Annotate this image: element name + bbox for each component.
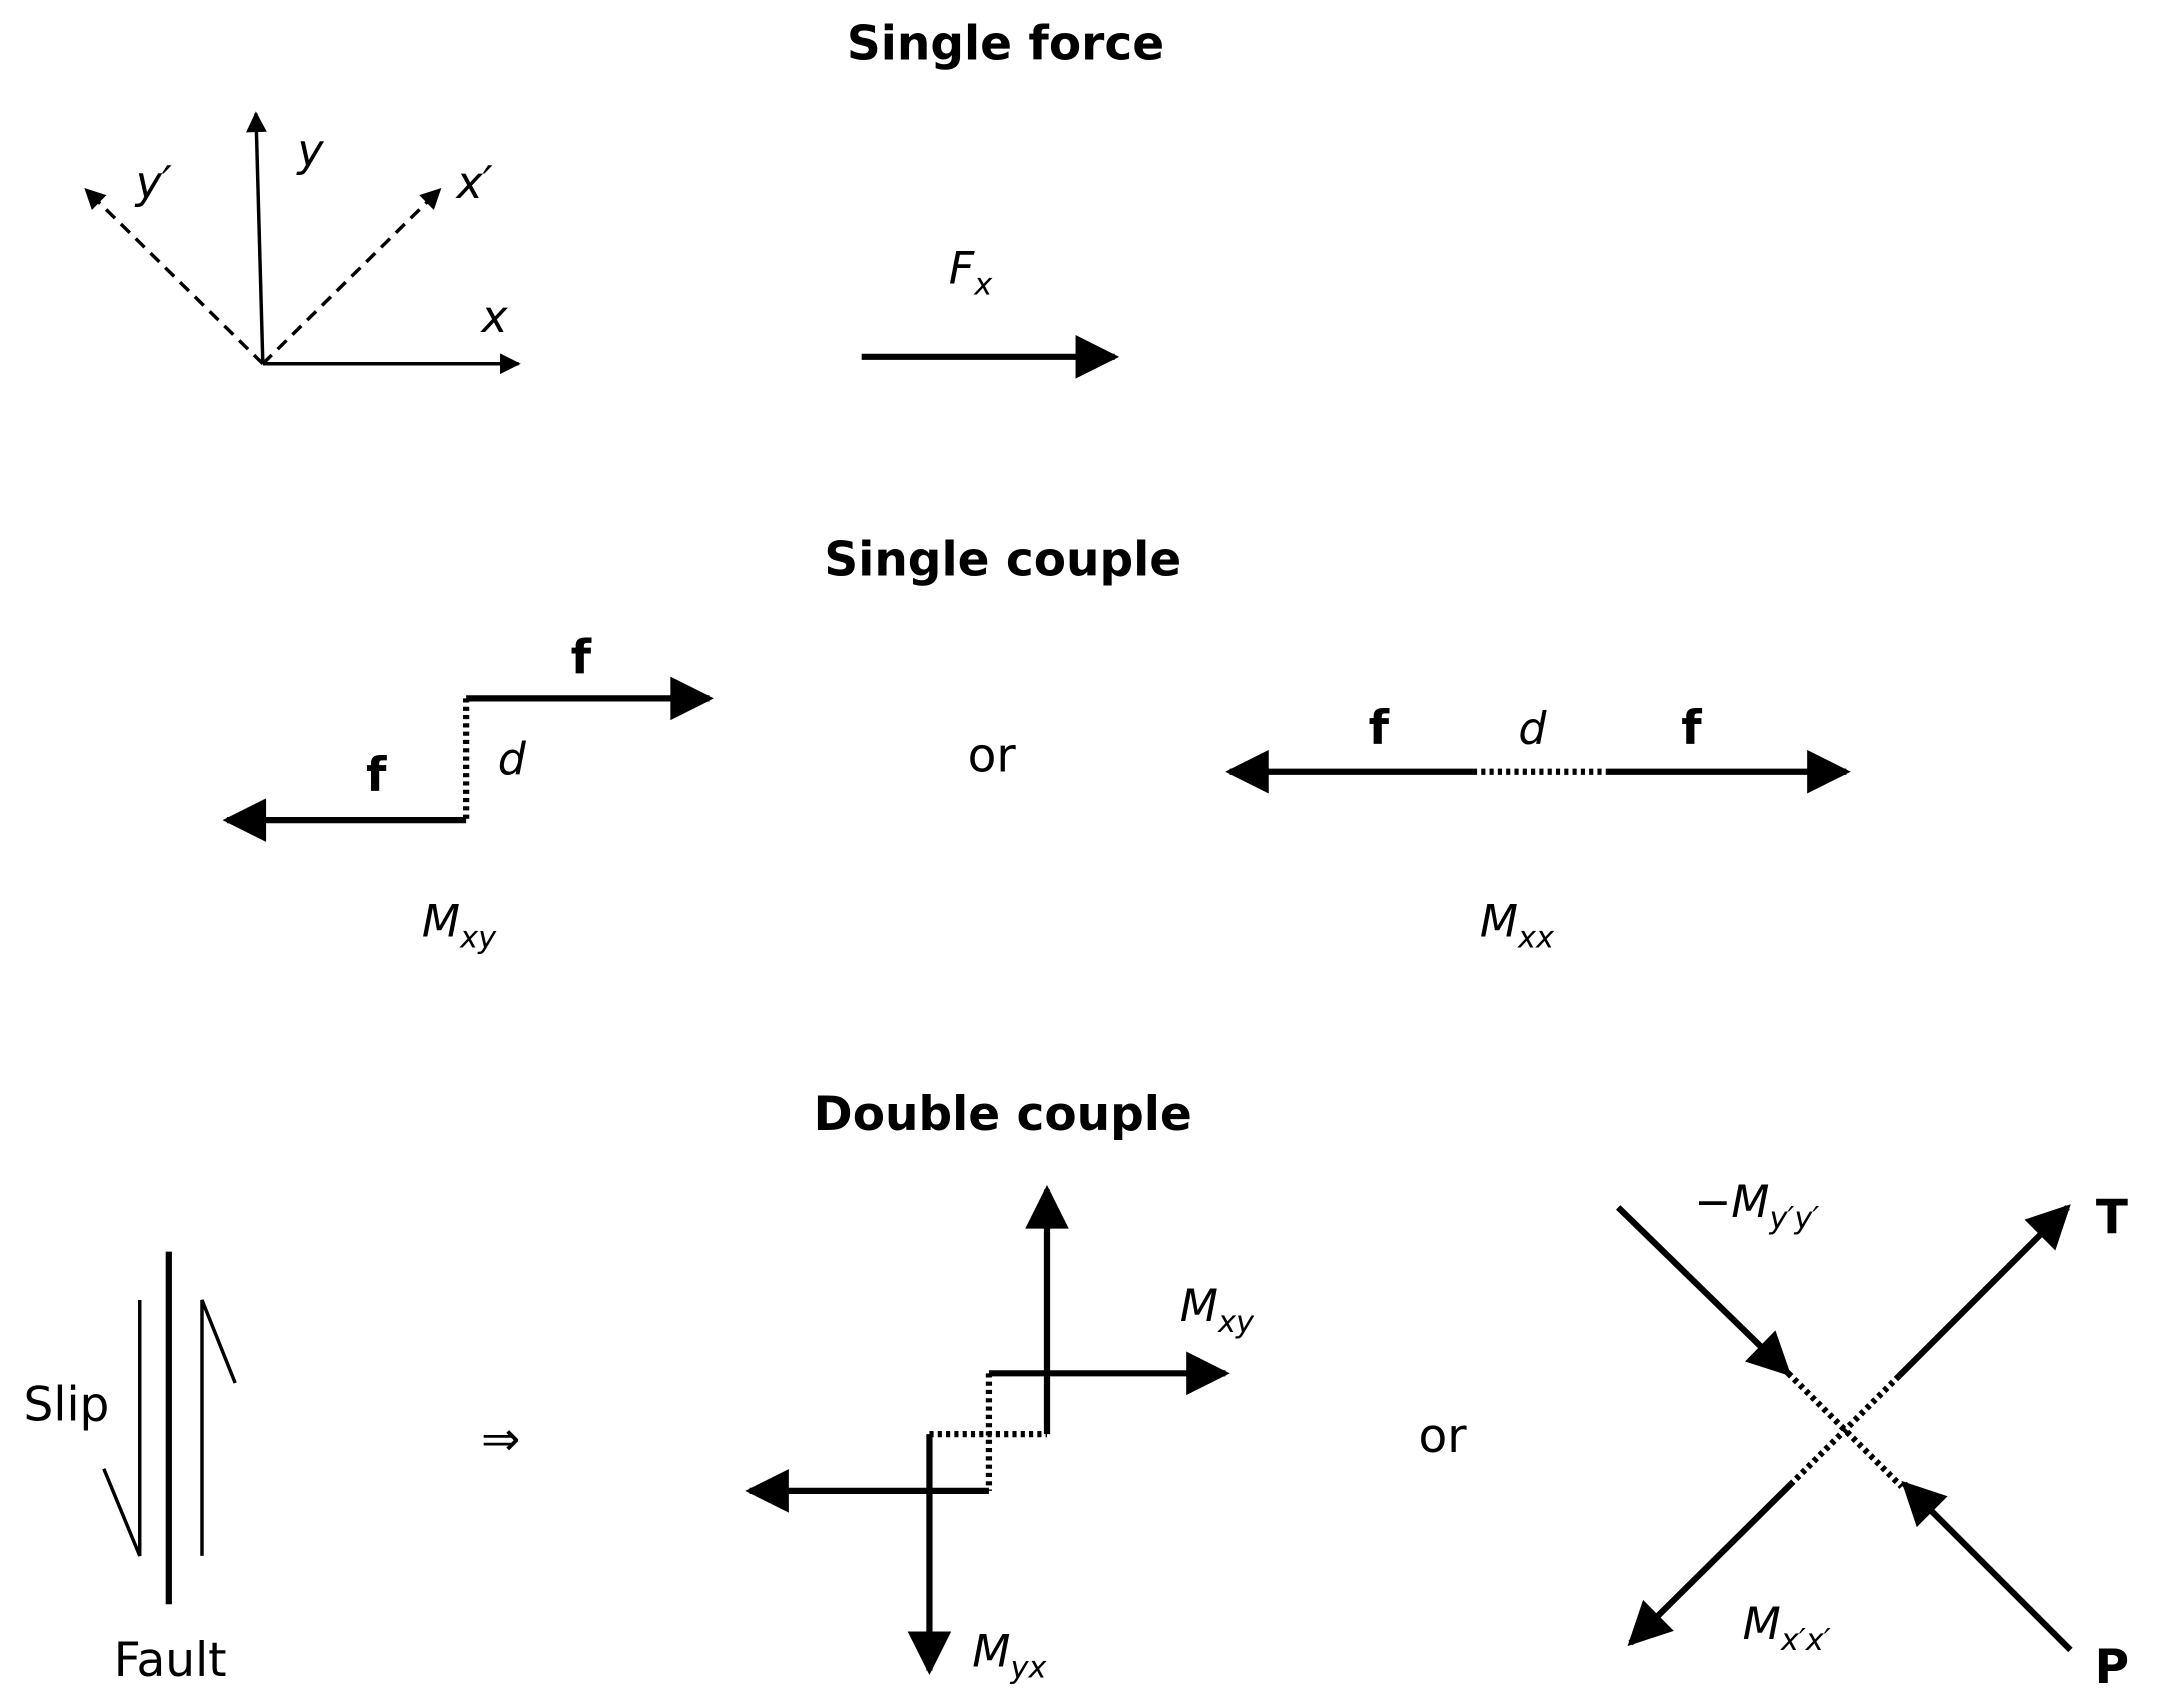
moment-label-mxx: M xyxy=(1743,1599,1781,1650)
force-label-f-right: f xyxy=(1681,701,1702,756)
slip-label: Slip xyxy=(24,1377,110,1432)
pressure-axis-label: P xyxy=(2095,1640,2129,1695)
axis-label-y-prime: y′ xyxy=(134,158,172,209)
force-label-f-upper: f xyxy=(571,631,592,686)
principal-axes-tp: −My′y′ Mx′x′ T P xyxy=(1616,1177,2129,1695)
couple-mxx: f d f Mxx xyxy=(1225,701,1851,955)
or-label: or xyxy=(968,729,1017,784)
moment-label-sub: xy xyxy=(459,920,497,955)
double-couple-title: Double couple xyxy=(814,1087,1192,1142)
force-label-f-left: f xyxy=(1369,701,1390,756)
moment-label: M xyxy=(1480,896,1518,947)
moment-label-mxy: M xyxy=(1180,1281,1218,1332)
couple-mxy: f f d Mxy xyxy=(222,631,714,955)
force-label-sub: x xyxy=(973,268,993,303)
fault-label: Fault xyxy=(114,1633,227,1688)
coordinate-axes: y x y′ x′ xyxy=(84,111,521,375)
svg-text:Myx: Myx xyxy=(972,1627,1047,1686)
moment-label-myx: M xyxy=(972,1627,1010,1678)
fault-slip-sketch: Slip Fault xyxy=(24,1251,237,1688)
single-couple-title: Single couple xyxy=(824,532,1181,587)
moment-label-neg-myy-sub: y′y′ xyxy=(1769,1201,1820,1236)
svg-text:Mx′x′: Mx′x′ xyxy=(1743,1599,1831,1658)
double-couple-forces: Mxy Myx xyxy=(745,1185,1255,1686)
force-label-f-lower: f xyxy=(366,748,387,803)
distance-label-d: d xyxy=(498,734,527,785)
svg-text:Mxx: Mxx xyxy=(1480,896,1555,955)
svg-text:Mxy: Mxy xyxy=(422,896,497,955)
moment-label-sub: xx xyxy=(1517,920,1555,955)
distance-label-d: d xyxy=(1518,704,1547,755)
force-label: F xyxy=(949,244,975,295)
moment-label-mxy-sub: xy xyxy=(1217,1305,1255,1340)
axis-label-x: x xyxy=(479,292,508,343)
moment-label: M xyxy=(422,896,460,947)
axis-label-y: y xyxy=(295,126,324,177)
svg-text:−My′y′: −My′y′ xyxy=(1694,1177,1819,1236)
moment-label-mxx-sub: x′x′ xyxy=(1780,1623,1831,1658)
svg-text:Mxy: Mxy xyxy=(1180,1281,1255,1340)
or-label: or xyxy=(1418,1409,1467,1464)
force-fx: Fx xyxy=(861,244,1120,379)
axis-label-x-prime: x′ xyxy=(454,158,492,209)
tension-axis-label: T xyxy=(2096,1191,2128,1246)
svg-text:Fx: Fx xyxy=(949,244,993,303)
implies-arrow-icon: ⇒ xyxy=(481,1412,520,1467)
single-force-title: Single force xyxy=(847,16,1164,71)
moment-label-neg-myy: −M xyxy=(1694,1177,1769,1228)
moment-label-myx-sub: yx xyxy=(1010,1651,1048,1686)
